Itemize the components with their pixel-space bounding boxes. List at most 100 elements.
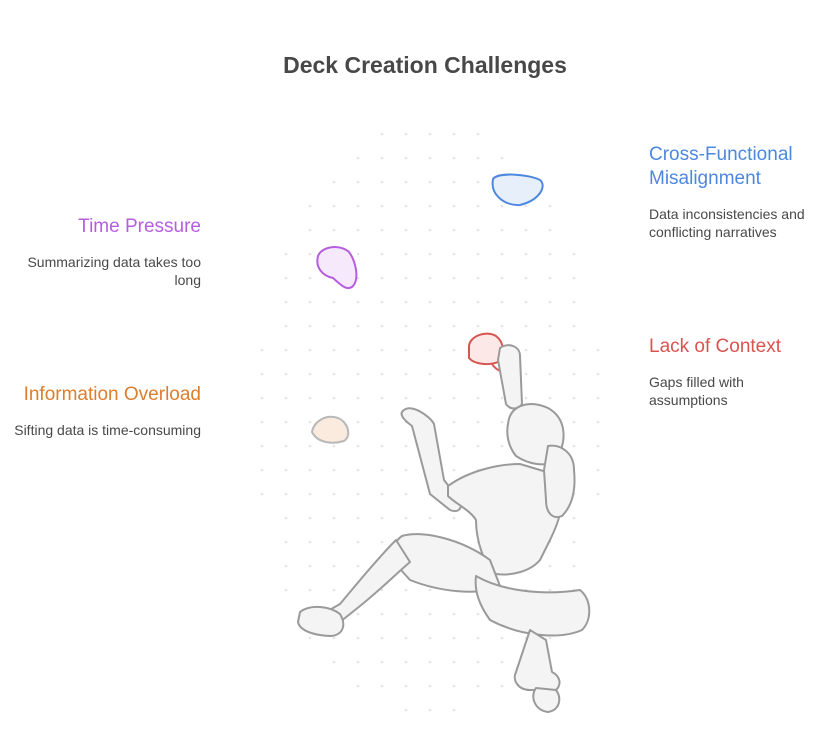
grid-dot: [332, 588, 336, 592]
grid-dot: [380, 420, 384, 424]
grid-dot: [356, 684, 360, 688]
grid-dot: [380, 180, 384, 184]
grid-dot: [452, 348, 456, 352]
grid-dot: [380, 492, 384, 496]
grid-dot: [524, 252, 528, 256]
grid-dot: [380, 396, 384, 400]
grid-dot: [284, 276, 288, 280]
grid-dot: [476, 684, 480, 688]
grid-dot: [380, 444, 384, 448]
grid-dot: [284, 324, 288, 328]
grid-dot: [356, 228, 360, 232]
grid-dot: [308, 204, 312, 208]
grid-dot: [284, 420, 288, 424]
grid-dot: [404, 636, 408, 640]
grid-dot: [260, 468, 264, 472]
grid-dot: [428, 276, 432, 280]
grid-dot: [356, 540, 360, 544]
grid-dot: [260, 372, 264, 376]
grid-dot: [428, 396, 432, 400]
challenge-cross-functional-label: Cross-Functional Misalignment: [649, 144, 793, 189]
grid-dot: [380, 468, 384, 472]
grid-dot: [404, 468, 408, 472]
grid-dot: [332, 564, 336, 568]
grid-dot: [452, 132, 456, 136]
grid-dot: [476, 372, 480, 376]
grid-dot: [476, 204, 480, 208]
hold-blue: [491, 173, 544, 207]
grid-dot: [404, 708, 408, 712]
grid-dot: [308, 348, 312, 352]
diagram-title: Deck Creation Challenges: [283, 52, 567, 78]
grid-dot: [476, 300, 480, 304]
grid-dot: [572, 420, 576, 424]
challenge-cross-functional-description: Data inconsistencies and conflicting nar…: [649, 206, 805, 240]
grid-dot: [476, 180, 480, 184]
grid-dot: [572, 516, 576, 520]
grid-dot: [404, 588, 408, 592]
challenge-information-overload-label: Information Overload: [23, 384, 201, 405]
grid-dot: [500, 204, 504, 208]
challenge-information-overload-description: Sifting data is time-consuming: [14, 422, 201, 438]
grid-dot: [524, 372, 528, 376]
grid-dot: [404, 444, 408, 448]
grid-dot: [284, 252, 288, 256]
grid-dot: [596, 348, 600, 352]
grid-dot: [500, 324, 504, 328]
grid-dot: [548, 276, 552, 280]
grid-dot: [404, 204, 408, 208]
grid-dot: [356, 372, 360, 376]
grid-dot: [404, 372, 408, 376]
grid-dot: [572, 540, 576, 544]
grid-dot: [404, 684, 408, 688]
grid-dot: [332, 444, 336, 448]
grid-dot: [596, 444, 600, 448]
grid-dot: [500, 276, 504, 280]
grid-dot: [284, 348, 288, 352]
grid-dot: [356, 252, 360, 256]
grid-dot: [476, 612, 480, 616]
grid-dot: [572, 564, 576, 568]
grid-dot: [596, 492, 600, 496]
grid-dot: [428, 660, 432, 664]
grid-dot: [380, 348, 384, 352]
grid-dot: [356, 180, 360, 184]
grid-dot: [380, 660, 384, 664]
grid-dot: [308, 372, 312, 376]
grid-dot: [332, 228, 336, 232]
hold-purple: [316, 246, 358, 290]
grid-dot: [308, 444, 312, 448]
challenge-lack-of-context-description: Gaps filled with assumptions: [649, 374, 744, 408]
grid-dot: [284, 444, 288, 448]
grid-dot: [452, 444, 456, 448]
grid-dot: [548, 204, 552, 208]
grid-dot: [452, 228, 456, 232]
grid-dot: [308, 492, 312, 496]
grid-dot: [524, 204, 528, 208]
grid-dot: [356, 516, 360, 520]
grid-dot: [428, 588, 432, 592]
grid-dot: [452, 276, 456, 280]
grid-dot: [476, 228, 480, 232]
grid-dot: [596, 468, 600, 472]
grid-dot: [404, 324, 408, 328]
challenge-time-pressure-label: Time Pressure: [78, 216, 201, 237]
grid-dot: [500, 660, 504, 664]
grid-dot: [452, 372, 456, 376]
grid-dot: [356, 636, 360, 640]
grid-dot: [356, 564, 360, 568]
grid-dot: [356, 156, 360, 160]
grid-dot: [572, 348, 576, 352]
grid-dot: [452, 684, 456, 688]
grid-dot: [428, 684, 432, 688]
grid-dot: [284, 540, 288, 544]
grid-dot: [428, 204, 432, 208]
grid-dot: [404, 660, 408, 664]
grid-dot: [404, 180, 408, 184]
grid-dot: [548, 228, 552, 232]
grid-dot: [332, 468, 336, 472]
grid-dot: [356, 468, 360, 472]
grid-dot: [524, 300, 528, 304]
grid-dot: [596, 396, 600, 400]
grid-dot: [452, 204, 456, 208]
